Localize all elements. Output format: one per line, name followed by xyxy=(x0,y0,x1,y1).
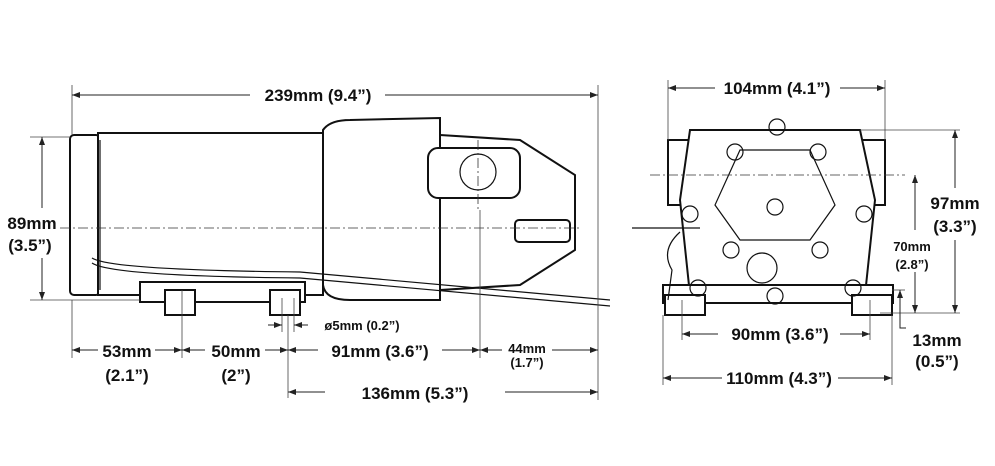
pump-head xyxy=(322,116,441,301)
front-view: 104mm (4.1”) 97mm (3.3”) 70mm (2.8”) 13m… xyxy=(632,79,980,388)
switch-knob xyxy=(746,252,778,284)
dim-a-mm: 53mm xyxy=(102,342,151,361)
dim-c: 91mm (3.6”) xyxy=(331,342,428,361)
height-front-mm: 97mm xyxy=(930,194,979,213)
wire-front xyxy=(632,227,700,301)
foot-left xyxy=(164,289,196,316)
foot-right-front xyxy=(851,294,893,316)
dim-b-mm: 50mm xyxy=(211,342,260,361)
screw-icons xyxy=(681,118,873,305)
dim-b-in: (2”) xyxy=(221,366,250,385)
switch-block xyxy=(514,219,571,243)
mount-spacing-label: 90mm (3.6”) xyxy=(731,325,828,344)
overall-length-label: 239mm (9.4”) xyxy=(265,86,372,105)
port-height-mm: 70mm xyxy=(893,239,931,254)
foot-height-mm: 13mm xyxy=(912,331,961,350)
dim-e: 136mm (5.3”) xyxy=(362,384,469,403)
dim-a-in: (2.1”) xyxy=(105,366,148,385)
wire xyxy=(91,257,611,301)
dim-d-in: (1.7”) xyxy=(510,355,543,370)
foot-height-in: (0.5”) xyxy=(915,352,958,371)
side-view: 239mm (9.4”) 89mm (3.5”) 53mm (2.1”) 50m… xyxy=(7,85,611,403)
height-mm-label: 89mm xyxy=(7,214,56,233)
port-height-in: (2.8”) xyxy=(895,257,928,272)
motor-housing xyxy=(97,132,324,296)
outlet-port xyxy=(427,147,521,199)
width-top-label: 104mm (4.1”) xyxy=(724,79,831,98)
height-front-in: (3.3”) xyxy=(933,217,976,236)
dim-d-mm: 44mm xyxy=(508,341,546,356)
base-width-label: 110mm (4.3”) xyxy=(726,369,832,388)
foot-right xyxy=(269,289,301,316)
foot-left-front xyxy=(664,294,706,316)
pump-face xyxy=(678,129,877,296)
hole-diameter-label: ø5mm (0.2”) xyxy=(324,318,399,333)
height-in-label: (3.5”) xyxy=(8,236,51,255)
motor-end-cap xyxy=(69,134,101,296)
